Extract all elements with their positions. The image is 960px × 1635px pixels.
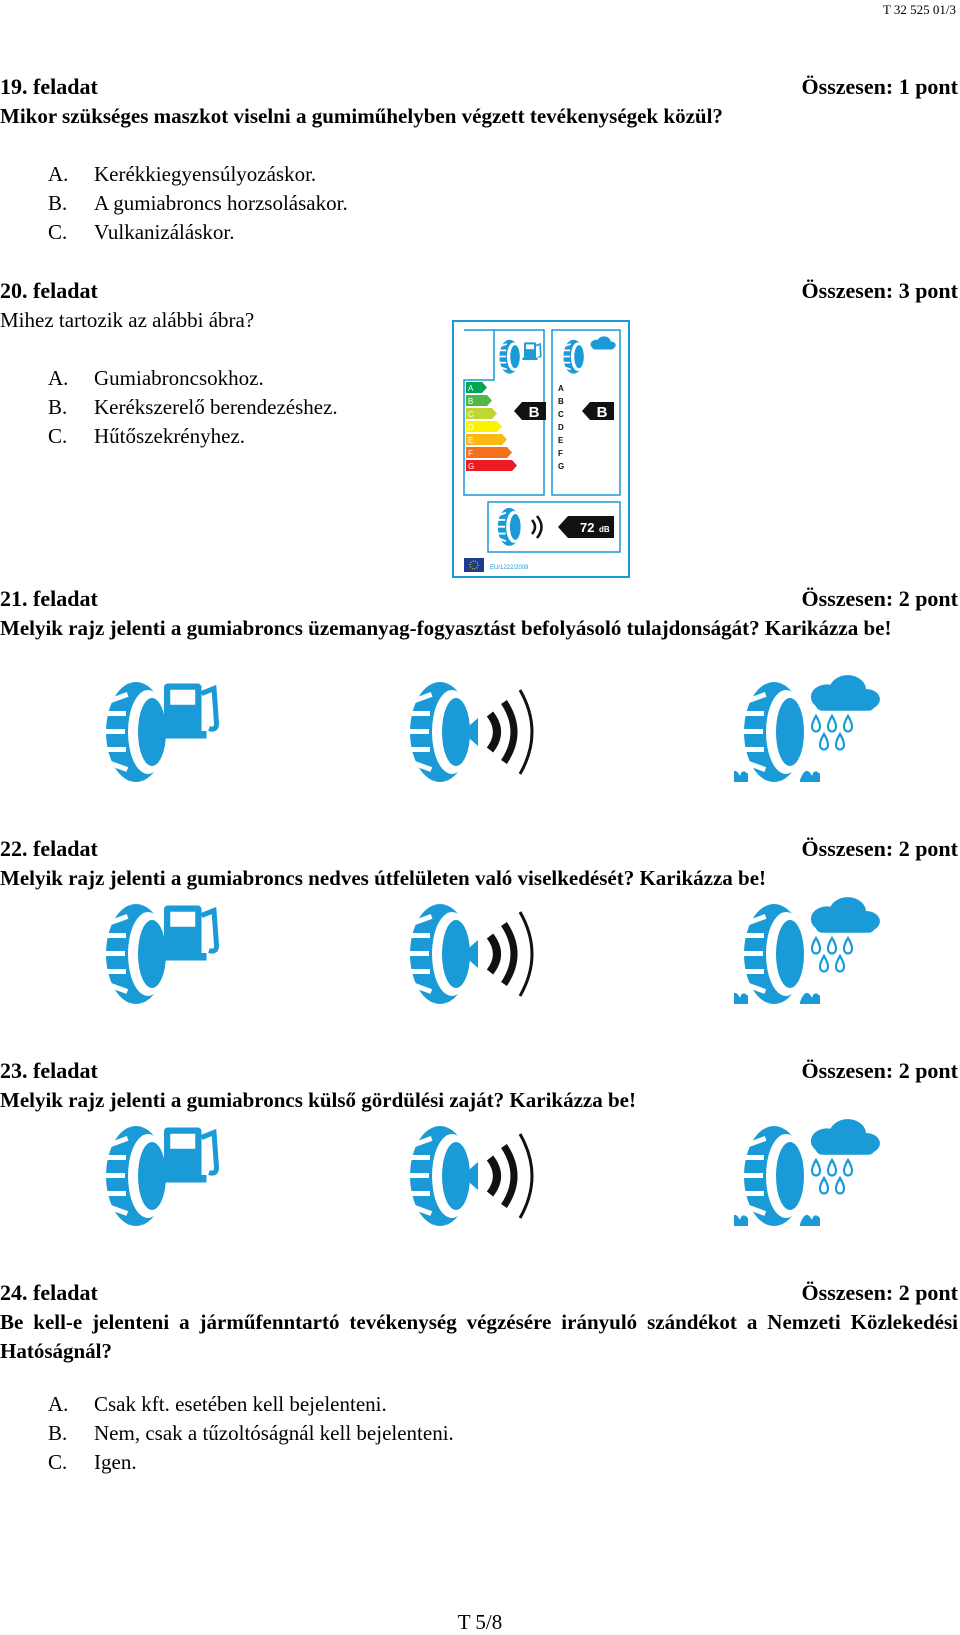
document-code: T 32 525 01/3 xyxy=(882,2,956,17)
task-points: Összesen: 2 pont xyxy=(801,586,958,611)
option-text: Kerékszerelő berendezéshez. xyxy=(94,395,338,419)
fuel-class-value: B xyxy=(529,404,540,421)
fuel-grade-letter: F xyxy=(468,449,473,458)
wet-grade-letter: C xyxy=(558,410,564,419)
fuel-grade-bar xyxy=(466,395,492,406)
wet-grade-letter: F xyxy=(558,449,563,458)
option-letter: A. xyxy=(48,366,69,390)
task-title: 20. feladat xyxy=(0,278,98,303)
fuel-grade-bar xyxy=(466,460,517,471)
fuel-grade-bar xyxy=(466,421,502,432)
tyre-fuel-icon[interactable] xyxy=(96,672,246,787)
option-letter: B. xyxy=(48,395,68,419)
option-letter: C. xyxy=(48,1450,68,1474)
option-text: Hűtőszekrényhez. xyxy=(94,424,246,448)
fuel-grade-bar xyxy=(466,447,512,458)
task-title: 19. feladat xyxy=(0,74,98,99)
option-letter: B. xyxy=(48,1421,68,1445)
tyre-noise-icon[interactable] xyxy=(400,672,550,787)
fuel-grade-letter: G xyxy=(468,462,474,471)
tyre-noise-mini-icon xyxy=(497,507,522,546)
option-letter: A. xyxy=(48,1392,69,1416)
tyre-wet-mini-icon xyxy=(563,339,585,374)
fuel-grade-letter: D xyxy=(468,423,474,432)
tyre-fuel-icon[interactable] xyxy=(96,1116,246,1231)
tyre-wet-grip-icon[interactable] xyxy=(734,1116,884,1231)
task-21-question: Melyik rajz jelenti a gumiabroncs üzeman… xyxy=(0,616,892,640)
fuel-grade-letter: E xyxy=(468,436,473,445)
wet-grade-letter: B xyxy=(558,397,564,406)
fuel-grade-letter: C xyxy=(468,410,474,419)
task-23-header: 23. feladat Összesen: 2 pont xyxy=(0,1058,958,1084)
fuel-grade-letter: B xyxy=(468,397,473,406)
option-text: Nem, csak a tűzoltóságnál kell bejelente… xyxy=(94,1421,454,1445)
eu-flag-icon xyxy=(464,558,484,572)
option-text: Csak kft. esetében kell bejelenteni. xyxy=(94,1392,387,1416)
task-points: Összesen: 3 pont xyxy=(801,278,958,303)
option-letter: C. xyxy=(48,220,68,244)
option-letter: C. xyxy=(48,424,68,448)
fuel-grade-bar xyxy=(466,408,497,419)
wet-grade-letter: E xyxy=(558,436,564,445)
fuel-grade-letter: A xyxy=(468,384,474,393)
tyre-wet-grip-icon[interactable] xyxy=(734,894,884,1009)
tyre-noise-icon[interactable] xyxy=(400,1116,550,1231)
task-22-question: Melyik rajz jelenti a gumiabroncs nedves… xyxy=(0,866,767,890)
option-letter: A. xyxy=(48,162,69,186)
wet-grade-letter: A xyxy=(558,384,564,393)
wet-grade-letter: G xyxy=(558,462,564,471)
task-points: Összesen: 2 pont xyxy=(801,1280,958,1305)
task-19-header: 19. feladat Összesen: 1 pont xyxy=(0,74,958,100)
task-22-header: 22. feladat Összesen: 2 pont xyxy=(0,836,958,862)
fuel-grade-bar xyxy=(466,382,487,393)
wet-grade-letter: D xyxy=(558,423,564,432)
noise-value: 72 xyxy=(580,520,594,535)
regulation-text: EU/1222/2009 xyxy=(490,565,529,571)
noise-unit: dB xyxy=(599,525,610,534)
task-24-header: 24. feladat Összesen: 2 pont xyxy=(0,1280,958,1306)
tyre-noise-icon[interactable] xyxy=(400,894,550,1009)
tyre-fuel-mini-icon xyxy=(499,339,521,374)
task-title: 23. feladat xyxy=(0,1058,98,1083)
task-20-header: 20. feladat Összesen: 3 pont xyxy=(0,278,958,304)
task-points: Összesen: 2 pont xyxy=(801,1058,958,1083)
task-20-question: Mihez tartozik az alábbi ábra? xyxy=(0,308,255,332)
task-24-question: Be kell-e jelenteni a járműfenntartó tev… xyxy=(0,1310,958,1363)
task-title: 24. feladat xyxy=(0,1280,98,1305)
task-19-question: Mikor szükséges maszkot viselni a gumimű… xyxy=(0,104,723,128)
task-23-question: Melyik rajz jelenti a gumiabroncs külső … xyxy=(0,1088,636,1112)
option-text: Gumiabroncsokhoz. xyxy=(94,366,264,390)
option-text: Kerékkiegyensúlyozáskor. xyxy=(94,162,317,186)
task-points: Összesen: 2 pont xyxy=(801,836,958,861)
option-text: Vulkanizáláskor. xyxy=(94,220,235,244)
task-points: Összesen: 1 pont xyxy=(801,74,958,99)
tyre-wet-grip-icon[interactable] xyxy=(734,672,884,787)
option-text: Igen. xyxy=(94,1450,137,1474)
task-title: 22. feladat xyxy=(0,836,98,861)
fuel-grade-bar xyxy=(466,434,507,445)
task-title: 21. feladat xyxy=(0,586,98,611)
option-letter: B. xyxy=(48,191,68,215)
option-text: A gumiabroncs horzsolásakor. xyxy=(94,191,348,215)
wet-class-value: B xyxy=(597,404,608,421)
task-21-header: 21. feladat Összesen: 2 pont xyxy=(0,586,958,612)
page-number: T 5/8 xyxy=(457,1610,503,1634)
tyre-fuel-icon[interactable] xyxy=(96,894,246,1009)
